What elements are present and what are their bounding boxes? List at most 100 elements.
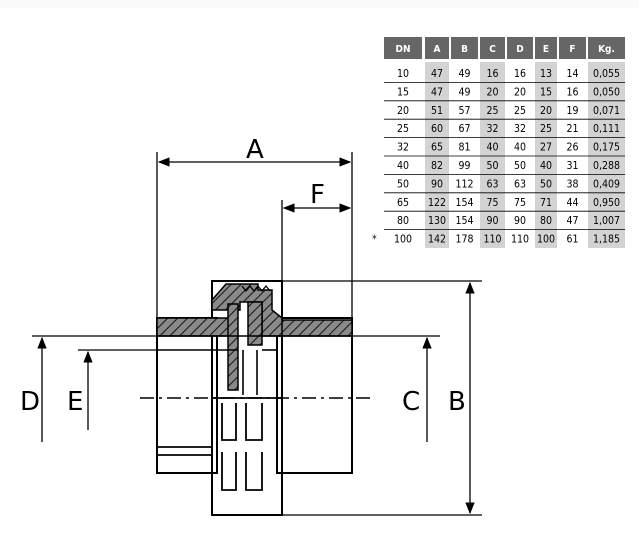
hatch-seal [227, 303, 239, 391]
table-cell: 0,175 [593, 142, 620, 154]
table-cell: 63 [486, 178, 498, 190]
table-cell: 154 [455, 215, 473, 227]
table-cell: 44 [566, 197, 578, 209]
table-header-text: D [516, 44, 523, 55]
table-cell: 47 [431, 68, 443, 80]
table-cell: 13 [540, 68, 552, 80]
table-cell: 80 [397, 215, 409, 227]
table-cell: 38 [566, 178, 578, 190]
table-cell: 21 [566, 123, 578, 135]
table-cell: 130 [428, 215, 446, 227]
hatch-insert [247, 301, 263, 346]
dimension-E [78, 349, 157, 430]
table-cell: 32 [486, 123, 498, 135]
thread-teeth [241, 284, 271, 293]
label-E: E [67, 387, 83, 417]
table-cell: 40 [514, 142, 526, 154]
table-cell: 47 [566, 215, 578, 227]
table-header-text: DN [396, 44, 411, 55]
table-cell: 90 [431, 178, 443, 190]
table-cell: 32 [397, 142, 409, 154]
table-cell: 47 [431, 86, 443, 98]
table-cell: 122 [428, 197, 446, 209]
left-body [156, 317, 218, 474]
table-cell: 25 [540, 123, 552, 135]
table-cell: 25 [397, 123, 409, 135]
label-D: D [20, 387, 40, 417]
table-cell: 81 [458, 142, 470, 154]
table-cell: 27 [540, 142, 552, 154]
table-cell: 49 [458, 86, 470, 98]
row-marker: * [372, 234, 377, 246]
table-cell: 57 [458, 105, 470, 117]
table-header-cell [535, 37, 557, 59]
table-cell: 75 [514, 197, 526, 209]
table-cell: 15 [540, 86, 552, 98]
shaded-column [425, 62, 449, 248]
label-F: F [310, 180, 325, 210]
table-cell: 100 [537, 234, 555, 246]
table-cell: 0,050 [593, 86, 620, 98]
table-cell: 16 [566, 86, 578, 98]
table-cell: 16 [514, 68, 526, 80]
table-cell: 110 [511, 234, 529, 246]
table-cell: 51 [431, 105, 443, 117]
shaded-column [480, 62, 505, 248]
table-cell: 0,288 [593, 160, 620, 172]
table-cell: 16 [486, 68, 498, 80]
table-cell: 154 [455, 197, 473, 209]
table-cell: 0,409 [593, 178, 620, 190]
nut-grip-slots [157, 397, 282, 491]
table-header-cell [588, 37, 625, 59]
table-cell: 61 [566, 234, 578, 246]
table-cell: 0,055 [593, 68, 620, 80]
table-cell: 26 [566, 142, 578, 154]
table-header-cell [480, 37, 505, 59]
table-cell: 71 [540, 197, 552, 209]
table-cell: 40 [540, 160, 552, 172]
inner-lines [157, 335, 352, 473]
label-B: B [448, 387, 466, 417]
table-cell: 0,950 [593, 197, 620, 209]
table-header-text: A [434, 44, 441, 55]
table-cell: 178 [455, 234, 473, 246]
table-cell: 14 [566, 68, 578, 80]
table-cell: 60 [431, 123, 443, 135]
table-cell: 32 [514, 123, 526, 135]
table-cell: 40 [397, 160, 409, 172]
table-cell: 31 [566, 160, 578, 172]
table-cell: 0,111 [593, 123, 620, 135]
table-header-cell [384, 37, 422, 59]
table-header-cell [507, 37, 533, 59]
table-cell: 40 [486, 142, 498, 154]
table-cell: 50 [514, 160, 526, 172]
table-cell: 90 [486, 215, 498, 227]
table-cell: 0,071 [593, 105, 620, 117]
hatch-right-wall [276, 319, 353, 337]
table-cell: 65 [397, 197, 409, 209]
dimension-D [32, 335, 157, 442]
table-cell: 100 [394, 234, 412, 246]
dimension-F [281, 200, 352, 281]
table-header-text: E [543, 44, 549, 55]
table-cell: 20 [486, 86, 498, 98]
dimension-B [282, 280, 482, 516]
table-cell: 20 [397, 105, 409, 117]
table-cell: 49 [458, 68, 470, 80]
table-cell: 63 [514, 178, 526, 190]
right-body [276, 317, 353, 474]
table-cell: 10 [397, 68, 409, 80]
table-cell: 20 [540, 105, 552, 117]
table-cell: 80 [540, 215, 552, 227]
label-A: A [246, 135, 264, 165]
dimension-C [352, 335, 440, 442]
